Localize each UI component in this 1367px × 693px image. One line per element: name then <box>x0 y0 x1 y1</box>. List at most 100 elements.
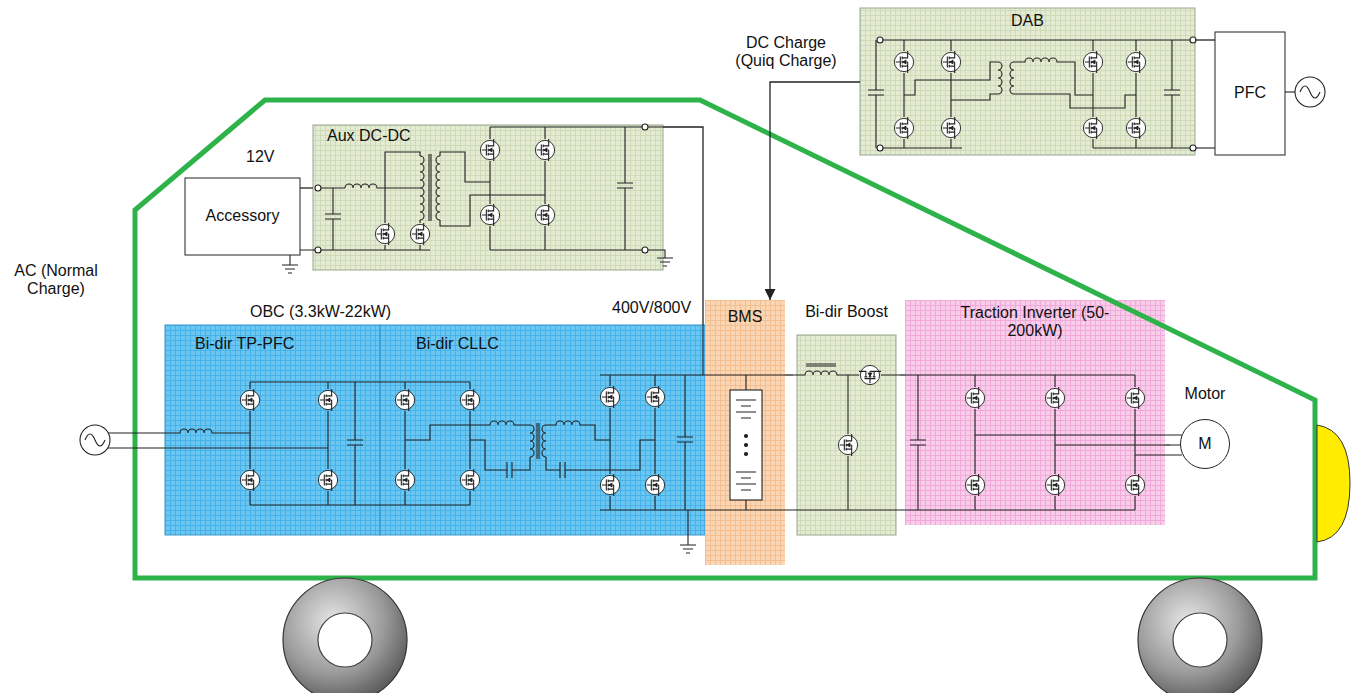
aux-dcdc-circuit <box>617 127 633 250</box>
obc-circuit <box>460 469 479 491</box>
battery-symbol <box>745 444 748 447</box>
text-label: Bi-dir TP-PFC <box>195 335 294 353</box>
aux-dcdc-circuit <box>315 247 321 253</box>
boost-circuit <box>806 364 836 366</box>
text-label: M <box>1198 435 1211 453</box>
load-box: Accessory <box>185 178 300 255</box>
text-label: Bi-dir CLLC <box>416 335 499 353</box>
converter-box: PFC <box>1215 32 1285 155</box>
text-label: DC Charge (Quiq Charge) <box>730 34 842 71</box>
grid-ac-source <box>80 77 1325 455</box>
boost-circuit <box>838 434 857 456</box>
aux-dcdc-circuit <box>480 139 499 161</box>
aux-dcdc-circuit <box>300 124 673 266</box>
obc-circuit <box>347 382 363 505</box>
inverter-circuit <box>975 375 1135 510</box>
inverter-circuit <box>1125 387 1144 409</box>
obc-circuit <box>600 474 619 496</box>
free-label: 12V <box>246 148 274 166</box>
box-fill <box>185 178 300 255</box>
aux-dcdc-circuit <box>315 185 321 191</box>
box-fill <box>1215 32 1285 155</box>
edge-label: DC Charge (Quiq Charge) <box>730 34 842 71</box>
inverter-circuit <box>1045 474 1064 496</box>
converter-box: DAB <box>860 8 1195 155</box>
obc-circuit <box>600 386 619 408</box>
dab-circuit <box>894 51 913 73</box>
connector <box>1195 39 1215 40</box>
inverter-circuit <box>905 375 1182 510</box>
battery-symbol <box>745 435 748 438</box>
obc-circuit <box>240 325 705 510</box>
charger-group: OBC (3.3kW-22kW) Bi-dir TP-PFC Bi-dir CLLC <box>165 300 705 535</box>
aux-dcdc-circuit <box>535 139 554 161</box>
aux-dcdc-circuit <box>345 184 420 188</box>
dab-circuit <box>894 117 913 139</box>
text-label: AC (Normal Charge) <box>8 262 104 299</box>
aux-dcdc-circuit <box>436 156 440 220</box>
grid-ac-source <box>85 434 105 446</box>
grid-ac-source <box>80 425 110 455</box>
ground-symbol <box>282 255 298 273</box>
dab-circuit <box>868 40 884 148</box>
obc-circuit <box>542 425 546 457</box>
box-fill <box>705 300 785 565</box>
box-fill <box>905 300 1165 525</box>
free-label: 400V/800V <box>612 299 691 317</box>
text-label: Bi-dir Boost <box>805 303 888 321</box>
aux-dcdc-circuit <box>375 223 394 245</box>
inverter-circuit <box>965 387 984 409</box>
obc-circuit <box>395 469 414 491</box>
dab-circuit <box>941 117 960 139</box>
dab-circuit <box>1083 117 1102 139</box>
text-label: BMS <box>728 308 763 326</box>
text-label: 12V <box>246 148 274 166</box>
dab-circuit <box>880 40 1195 148</box>
obc-circuit <box>537 423 539 459</box>
obc-circuit <box>318 469 337 491</box>
dab-circuit <box>1126 117 1145 139</box>
dab-circuit <box>868 37 1215 151</box>
text-label: PFC <box>1234 84 1266 102</box>
aux-dcdc-circuit <box>429 154 431 221</box>
inverter-circuit <box>905 375 1135 510</box>
inverter-circuit <box>965 474 984 496</box>
obc-circuit <box>460 389 479 411</box>
box-fill <box>860 8 1195 155</box>
dab-circuit <box>877 37 883 43</box>
connector <box>300 187 313 188</box>
obc-circuit <box>600 375 705 510</box>
inverter-circuit <box>975 435 1182 455</box>
dab-circuit <box>1126 51 1145 73</box>
obc-circuit <box>677 375 693 510</box>
aux-dcdc-circuit <box>300 188 430 250</box>
obc-circuit <box>530 425 534 457</box>
obc-circuit <box>250 382 470 505</box>
connector <box>1165 444 1170 445</box>
converter-box: Bi-dir Boost <box>793 303 900 535</box>
obc-circuit <box>318 389 337 411</box>
connector <box>900 374 905 375</box>
text-label: 400V/800V <box>612 299 691 317</box>
obc-circuit <box>470 440 530 478</box>
box-fill <box>313 125 663 270</box>
dab-circuit <box>1010 62 1014 94</box>
boost-circuit <box>793 371 900 375</box>
text-label: Motor <box>1185 385 1226 403</box>
dab-circuit <box>998 62 1002 94</box>
converter-stage: Bi-dir CLLC <box>380 325 705 535</box>
converter-box: Aux DC-DC <box>313 125 663 270</box>
aux-dcdc-circuit <box>648 250 673 266</box>
obc-circuit <box>546 421 610 440</box>
dab-circuit <box>1195 147 1215 148</box>
aux-dcdc-circuit <box>410 223 429 245</box>
text-label: Accessory <box>206 207 280 225</box>
grid-ac-source <box>108 447 328 448</box>
battery-box: BMS <box>705 300 785 565</box>
aux-dcdc-circuit <box>420 156 424 220</box>
aux-dcdc-circuit <box>642 124 648 130</box>
box-fill <box>797 335 896 535</box>
grid-ac-source <box>1300 86 1320 98</box>
text-label: OBC (3.3kW-22kW) <box>250 303 391 321</box>
ground-symbol <box>282 255 696 553</box>
